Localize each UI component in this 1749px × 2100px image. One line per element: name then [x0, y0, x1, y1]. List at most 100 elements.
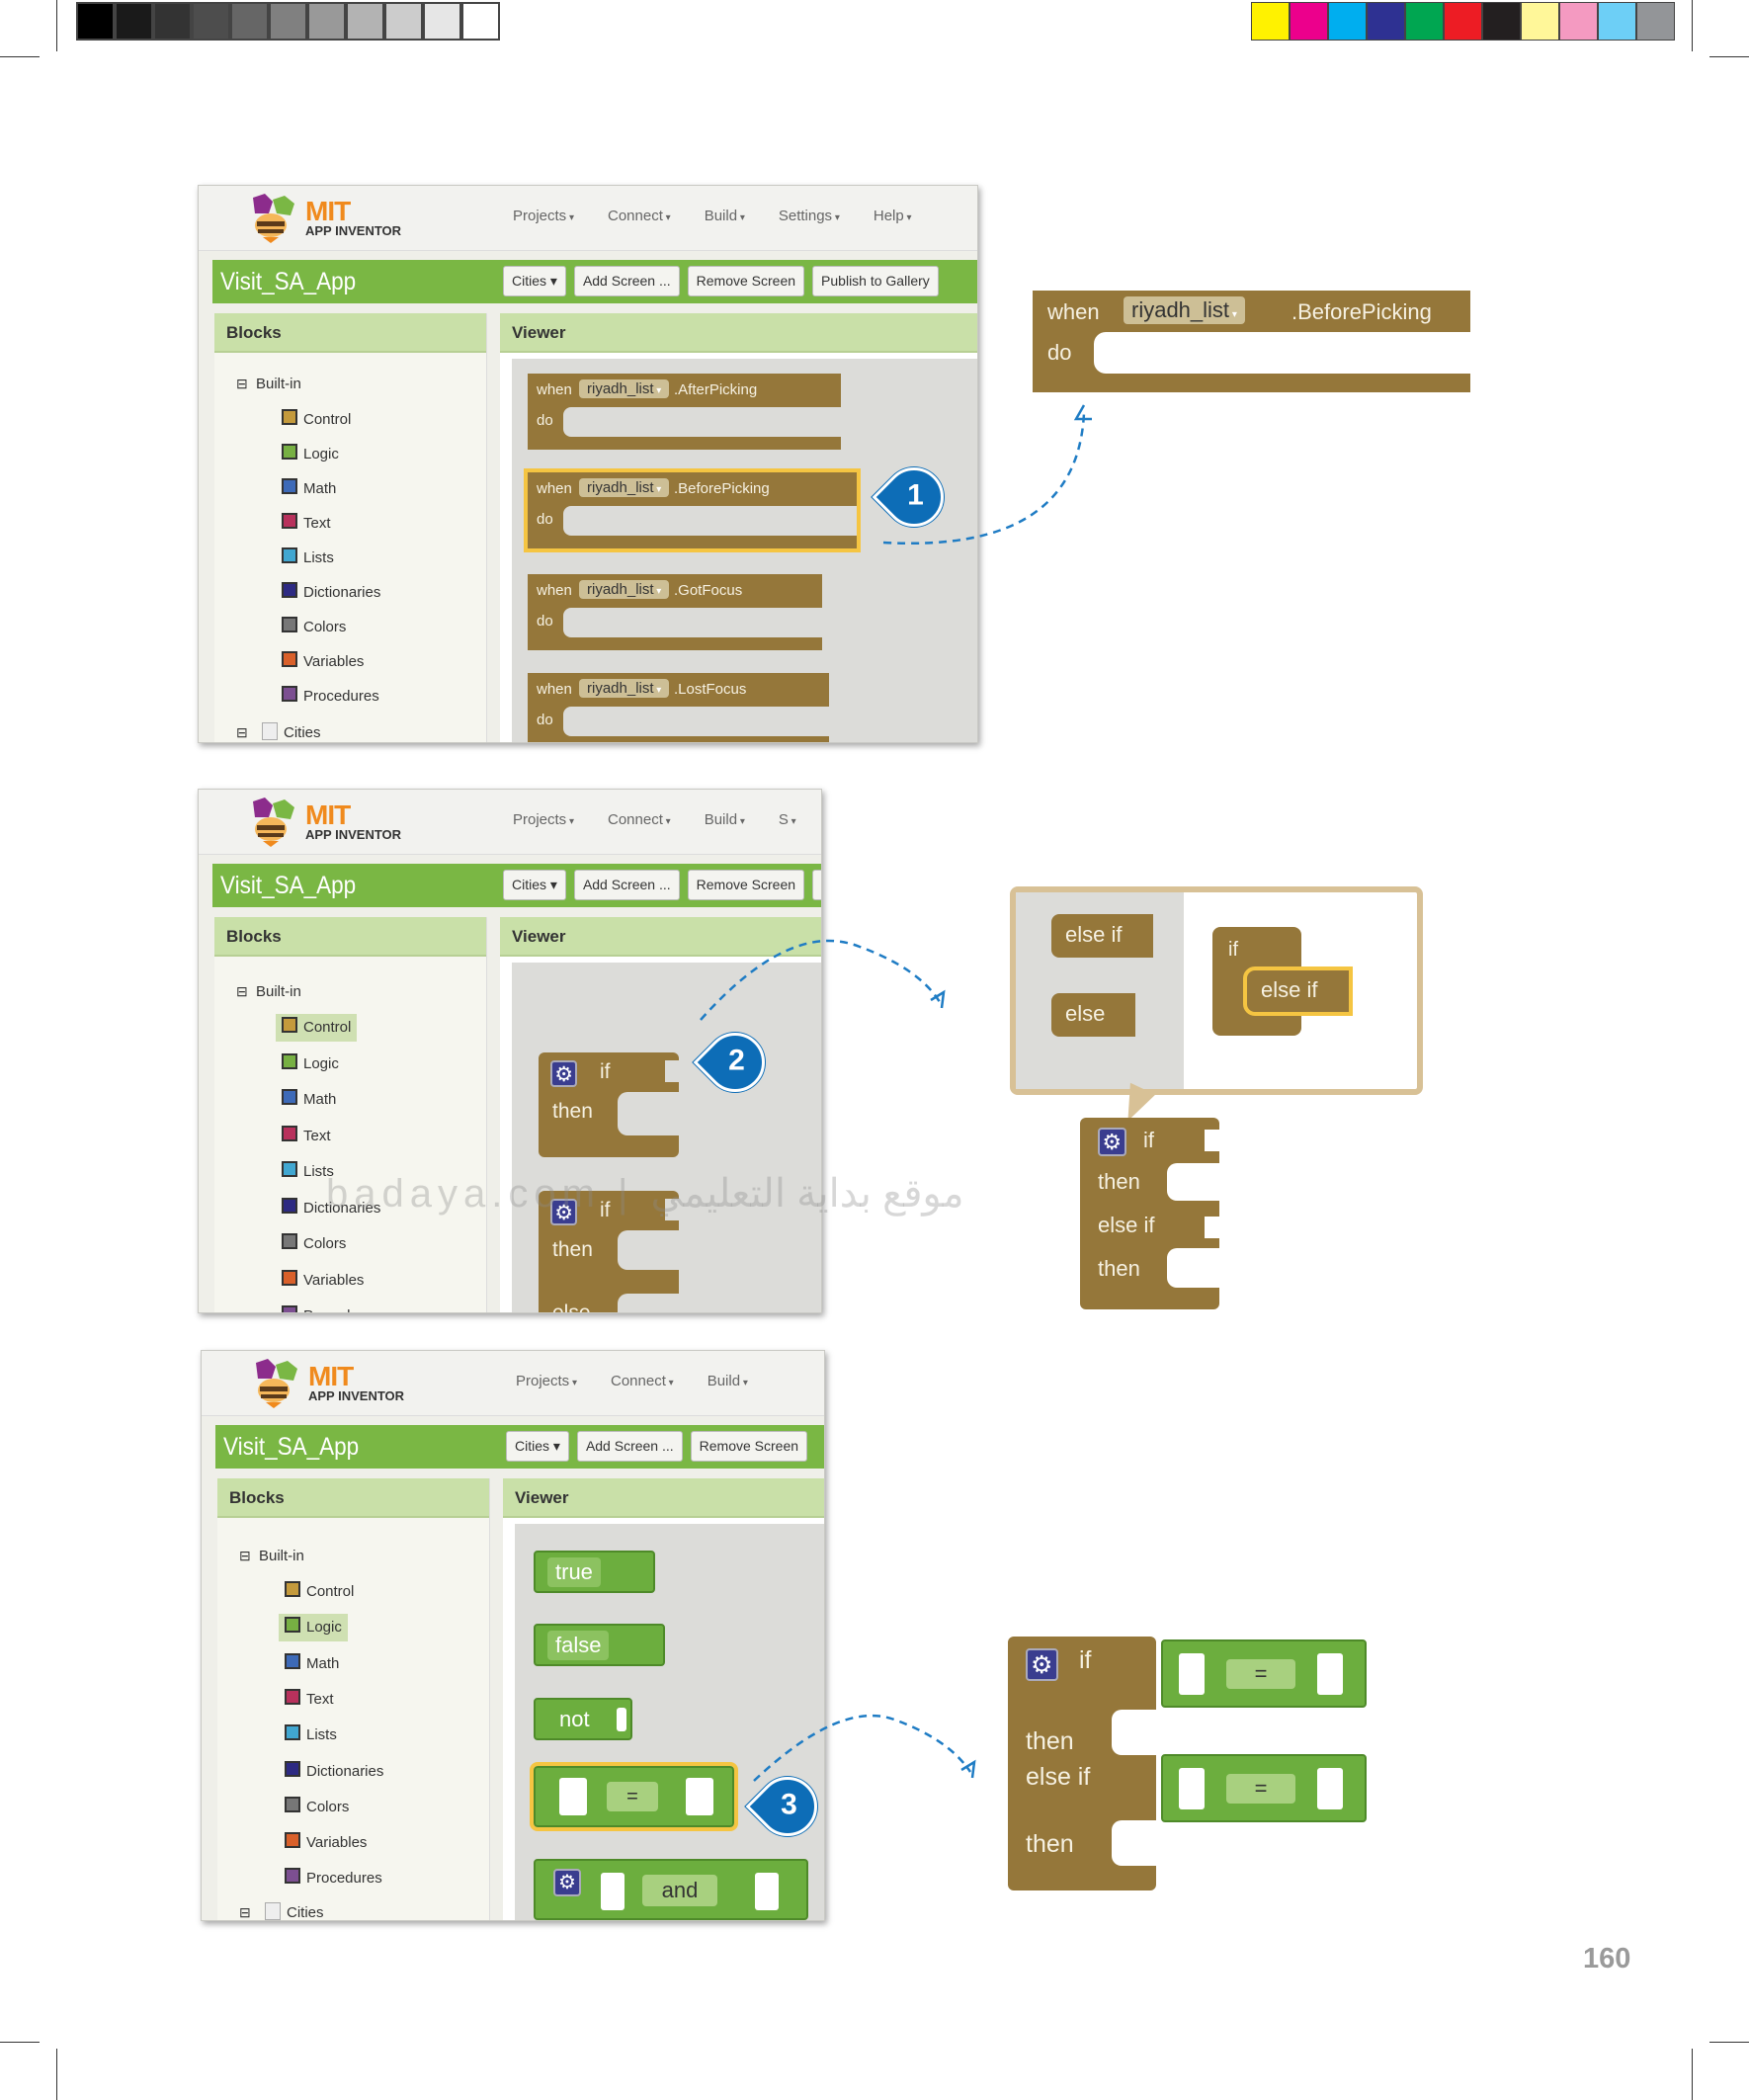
true-dropdown[interactable]: true [547, 1557, 601, 1587]
collapse-icon[interactable]: ⊟ [239, 1904, 251, 1920]
operator-dropdown[interactable]: = [1226, 1774, 1295, 1804]
collapse-icon[interactable]: ⊟ [236, 376, 248, 391]
category-procedures[interactable]: Procedures [276, 1302, 385, 1312]
menu-build[interactable]: Build [705, 208, 745, 224]
left-input-socket[interactable] [559, 1778, 587, 1815]
menu-build[interactable]: Build [708, 1373, 748, 1389]
true-block[interactable]: true [534, 1551, 655, 1593]
category-procedures[interactable]: Procedures [279, 1865, 388, 1892]
category-text[interactable]: Text [276, 1123, 337, 1150]
statement-slot[interactable] [563, 608, 822, 637]
statement-slot[interactable] [563, 707, 829, 736]
if-input-socket[interactable] [665, 1199, 679, 1220]
then-statement-slot[interactable] [1167, 1163, 1219, 1201]
toolbar-button[interactable]: Cities ▾ [503, 870, 566, 900]
category-colors[interactable]: Colors [276, 1230, 352, 1258]
then-statement-slot[interactable] [618, 1230, 679, 1270]
category-colors[interactable]: Colors [276, 614, 352, 641]
toolbar-button[interactable]: Add Screen ... [573, 266, 680, 296]
menu-projects[interactable]: Projects [516, 1373, 577, 1389]
statement-slot[interactable] [563, 407, 841, 437]
tree-root-builtin[interactable]: Built-in [256, 983, 301, 1000]
category-colors[interactable]: Colors [279, 1794, 355, 1821]
menu-help[interactable]: Help [874, 208, 912, 224]
category-lists[interactable]: Lists [276, 1158, 340, 1186]
left-input-socket[interactable] [601, 1873, 625, 1910]
false-dropdown[interactable]: false [547, 1631, 610, 1660]
tree-cities[interactable]: Cities [287, 1904, 324, 1921]
menu-projects[interactable]: Projects [513, 811, 574, 828]
statement-slot[interactable] [1094, 332, 1470, 374]
tree-root-builtin[interactable]: Built-in [256, 376, 301, 392]
component-dropdown[interactable]: riyadh_list [579, 478, 670, 497]
toolbar-button[interactable]: Cities ▾ [506, 1431, 569, 1462]
collapse-icon[interactable]: ⊟ [239, 1548, 251, 1563]
category-variables[interactable]: Variables [276, 1267, 370, 1295]
collapse-icon[interactable]: ⊟ [236, 983, 248, 999]
compare-equal-block[interactable]: = [530, 1762, 738, 1831]
not-block[interactable]: not [534, 1698, 632, 1740]
else-statement-slot[interactable] [618, 1294, 679, 1312]
menu-projects[interactable]: Projects [513, 208, 574, 224]
component-dropdown[interactable]: riyadh_list [579, 679, 670, 698]
category-logic[interactable]: Logic [276, 441, 345, 468]
right-input-socket[interactable] [1317, 1653, 1343, 1695]
toolbar-button[interactable]: Cities ▾ [503, 266, 566, 296]
mutator-gear-icon[interactable]: ⚙ [1026, 1648, 1058, 1681]
menu-settings[interactable]: Settings [779, 208, 840, 224]
tree-cities[interactable]: Cities [284, 724, 321, 741]
component-dropdown[interactable]: riyadh_list [579, 379, 670, 398]
then-statement-slot[interactable] [1112, 1710, 1156, 1755]
category-control[interactable]: Control [276, 406, 357, 434]
category-variables[interactable]: Variables [279, 1829, 373, 1857]
component-dropdown[interactable]: riyadh_list [1124, 296, 1245, 324]
statement-slot[interactable] [563, 506, 857, 536]
category-dictionaries[interactable]: Dictionaries [276, 579, 386, 607]
and-block[interactable]: ⚙and [534, 1859, 808, 1920]
operator-dropdown[interactable]: = [607, 1782, 658, 1811]
else-if-input-socket[interactable] [1205, 1217, 1219, 1238]
component-dropdown[interactable]: riyadh_list [579, 580, 670, 599]
toolbar-button[interactable]: Publish to Gallery [812, 266, 939, 296]
menu-s[interactable]: S [779, 811, 796, 828]
left-input-socket[interactable] [1179, 1653, 1205, 1695]
category-control[interactable]: Control [279, 1578, 360, 1606]
toolbar-button[interactable]: Remove Screen [687, 870, 805, 900]
if-input-socket[interactable] [1205, 1130, 1219, 1151]
category-math[interactable]: Math [276, 475, 342, 503]
category-math[interactable]: Math [279, 1650, 345, 1678]
toolbar-button[interactable]: Add Screen ... [576, 1431, 683, 1462]
menu-connect[interactable]: Connect [611, 1373, 674, 1389]
toolbar-button[interactable]: Add Screen ... [573, 870, 680, 900]
category-text[interactable]: Text [276, 510, 337, 538]
category-procedures[interactable]: Procedures [276, 683, 385, 711]
menu-connect[interactable]: Connect [608, 208, 671, 224]
category-logic[interactable]: Logic [279, 1614, 348, 1642]
operator-dropdown[interactable]: and [642, 1875, 717, 1906]
right-input-socket[interactable] [1317, 1768, 1343, 1809]
category-variables[interactable]: Variables [276, 648, 370, 676]
then-statement-slot[interactable] [1112, 1820, 1156, 1866]
mutator-gear-icon[interactable]: ⚙ [550, 1060, 578, 1088]
collapse-icon[interactable]: ⊟ [236, 724, 248, 740]
category-dictionaries[interactable]: Dictionaries [276, 1195, 386, 1222]
category-math[interactable]: Math [276, 1086, 342, 1114]
else-if-palette-block[interactable]: else if [1051, 914, 1153, 958]
compare-equal-block[interactable]: = [1161, 1639, 1367, 1708]
tree-root-builtin[interactable]: Built-in [259, 1548, 304, 1564]
category-dictionaries[interactable]: Dictionaries [279, 1758, 389, 1786]
menu-connect[interactable]: Connect [608, 811, 671, 828]
toolbar-button[interactable] [812, 870, 821, 900]
if-input-socket[interactable] [665, 1060, 679, 1082]
category-control[interactable]: Control [276, 1014, 358, 1042]
input-socket[interactable] [617, 1708, 626, 1731]
right-input-socket[interactable] [686, 1778, 713, 1815]
operator-dropdown[interactable]: = [1226, 1659, 1295, 1689]
